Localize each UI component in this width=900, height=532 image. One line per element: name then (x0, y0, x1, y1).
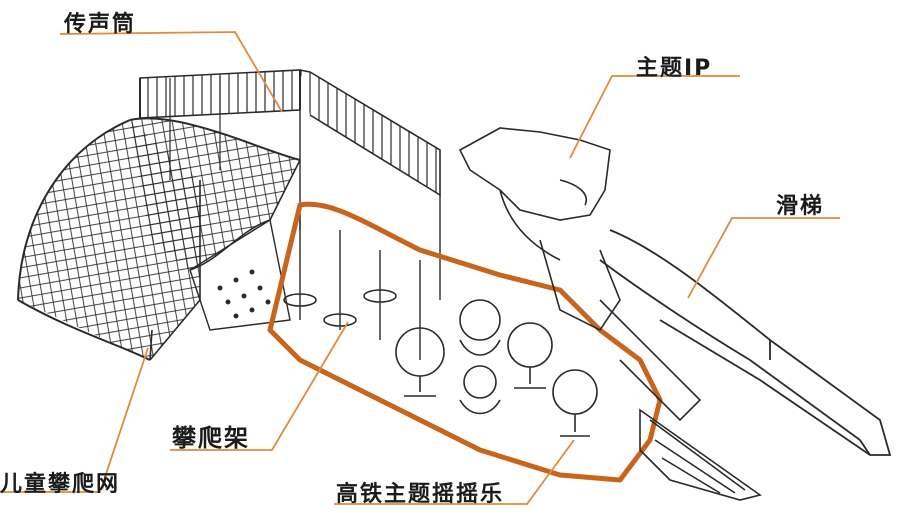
leader-lines (0, 31, 840, 505)
climbing-wall (189, 218, 291, 331)
rocking-rides (395, 299, 598, 437)
label-rocking-ride: 高铁主题摇摇乐 (336, 482, 505, 507)
rocking-area-outline (267, 201, 663, 483)
label-climbing-frame: 攀爬架 (172, 424, 250, 452)
label-theme-ip: 主题IP (636, 56, 713, 81)
climbing-frame (283, 220, 421, 360)
slide (599, 229, 892, 456)
label-megaphone: 传声筒 (64, 12, 137, 37)
train-nose (599, 299, 762, 501)
climbing-net (17, 117, 301, 361)
label-slide: 滑梯 (776, 194, 825, 219)
elephant-figure (458, 127, 621, 332)
label-climbing-net: 儿童攀爬网 (0, 472, 121, 497)
